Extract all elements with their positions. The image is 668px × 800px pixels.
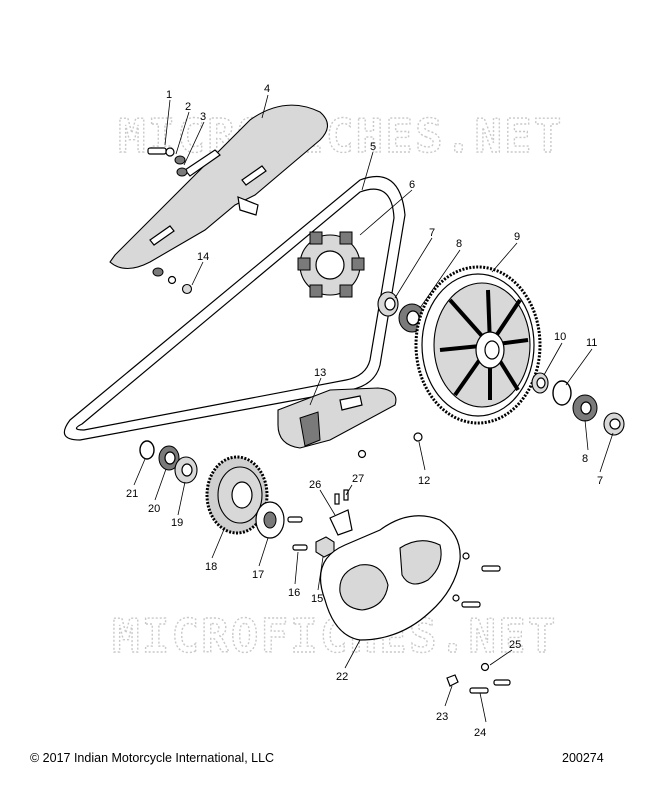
spacer-bearing-right — [531, 372, 625, 436]
callout-13: 13 — [314, 367, 326, 379]
callout-8-right: 8 — [582, 453, 588, 465]
callout-20: 20 — [148, 503, 160, 515]
callout-7-right: 7 — [597, 475, 603, 487]
callout-10: 10 — [554, 331, 566, 343]
callout-14: 14 — [197, 251, 209, 263]
belt-guard-lower — [277, 387, 423, 459]
drive-belt — [63, 175, 406, 441]
rear-wheel-pulley — [414, 265, 542, 425]
callout-9: 9 — [514, 231, 520, 243]
belt-guard-upper — [109, 104, 329, 270]
callout-2: 2 — [185, 101, 191, 113]
callout-22: 22 — [336, 671, 348, 683]
callout-3: 3 — [200, 111, 206, 123]
callout-17: 17 — [252, 569, 264, 581]
callout-15: 15 — [311, 593, 323, 605]
callout-21: 21 — [126, 488, 138, 500]
callout-4: 4 — [264, 83, 270, 95]
callout-24: 24 — [474, 727, 486, 739]
watermark-top: MICROFICHES.NET — [118, 109, 563, 163]
callout-leaders — [133, 94, 614, 723]
callout-25: 25 — [509, 639, 521, 651]
copyright-notice: © 2017 Indian Motorcycle International, … — [30, 751, 275, 765]
callout-19: 19 — [171, 517, 183, 529]
figure-number: 200274 — [562, 751, 604, 765]
callout-6: 6 — [409, 179, 415, 191]
callout-16: 16 — [288, 587, 300, 599]
callout-1: 1 — [166, 89, 172, 101]
cush-drive-rubbers — [297, 231, 365, 298]
callout-27: 27 — [352, 473, 364, 485]
callout-5: 5 — [370, 141, 376, 153]
callout-11: 11 — [586, 337, 597, 349]
callout-7: 7 — [429, 227, 435, 239]
sprocket-cover — [319, 515, 511, 694]
fastener-set-upper — [147, 147, 193, 295]
front-sprocket-assembly — [139, 440, 335, 558]
callout-23: 23 — [436, 711, 448, 723]
callout-12: 12 — [418, 475, 430, 487]
callout-8: 8 — [456, 238, 462, 250]
callout-26: 26 — [309, 479, 321, 491]
callout-labels: 1 2 3 4 5 6 7 8 9 10 11 12 13 14 15 16 1… — [126, 83, 603, 739]
callout-18: 18 — [205, 561, 217, 573]
